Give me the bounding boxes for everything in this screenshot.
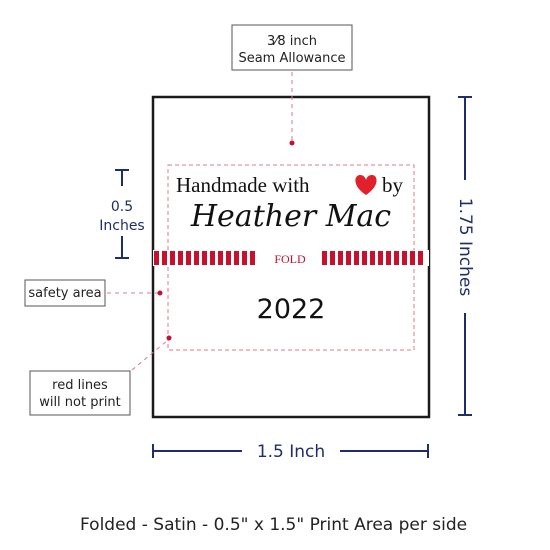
fold-stripe: [154, 251, 159, 265]
fold-stripe: [346, 251, 351, 265]
fold-stripes-left: [154, 251, 255, 265]
fold-stripe: [378, 251, 383, 265]
fold-stripe: [234, 251, 239, 265]
safety-leader-dot: [157, 290, 163, 296]
label-line1-end: by: [382, 173, 404, 197]
heart-icon: [355, 175, 377, 195]
fold-stripe: [218, 251, 223, 265]
fold-stripe: [162, 251, 167, 265]
fold-stripe: [362, 251, 367, 265]
width-dim-label: 1.5 Inch: [257, 442, 325, 462]
small-dim-value: 0.5: [111, 199, 133, 215]
fold-stripe: [354, 251, 359, 265]
label-name: Heather Mac: [190, 199, 391, 234]
fold-stripe: [194, 251, 199, 265]
seam-allowance-label: Seam Allowance: [238, 51, 345, 66]
fold-stripe: [410, 251, 415, 265]
fold-stripe: [210, 251, 215, 265]
safety-area-label: safety area: [28, 286, 101, 301]
red-lines-callout-box: [29, 370, 131, 416]
fold-stripe: [394, 251, 399, 265]
safety-area-callout-box: [24, 279, 106, 307]
red-lines-label-line1: red lines: [52, 378, 108, 393]
fold-stripe: [202, 251, 207, 265]
fold-stripe: [338, 251, 343, 265]
fold-stripe: [370, 251, 375, 265]
red-lines-leader-dot: [166, 335, 172, 341]
fold-stripe: [418, 251, 423, 265]
fold-stripe: [226, 251, 231, 265]
height-dim-label: 1.75 Inches: [455, 198, 475, 297]
seam-leader-dot: [289, 140, 295, 146]
seam-allowance-callout-box: [231, 24, 353, 71]
label-year: 2022: [257, 294, 326, 325]
fold-band: FOLD: [153, 250, 429, 266]
fold-label: FOLD: [274, 252, 306, 266]
fold-stripes-right: [322, 251, 423, 265]
caption: Folded - Satin - 0.5" x 1.5" Print Area …: [80, 515, 467, 535]
red-lines-label-line2: will not print: [39, 395, 121, 410]
small-dim-unit: Inches: [99, 218, 144, 234]
fold-stripe: [186, 251, 191, 265]
fold-stripe: [322, 251, 327, 265]
fold-stripe: [386, 251, 391, 265]
label-line1: Handmade with: [176, 173, 310, 197]
fold-stripe: [402, 251, 407, 265]
fold-stripe: [170, 251, 175, 265]
fold-stripe: [178, 251, 183, 265]
fold-stripe: [242, 251, 247, 265]
seam-allowance-fraction: 3⁄8 inch: [267, 34, 317, 49]
fold-stripe: [250, 251, 255, 265]
fold-stripe: [330, 251, 335, 265]
